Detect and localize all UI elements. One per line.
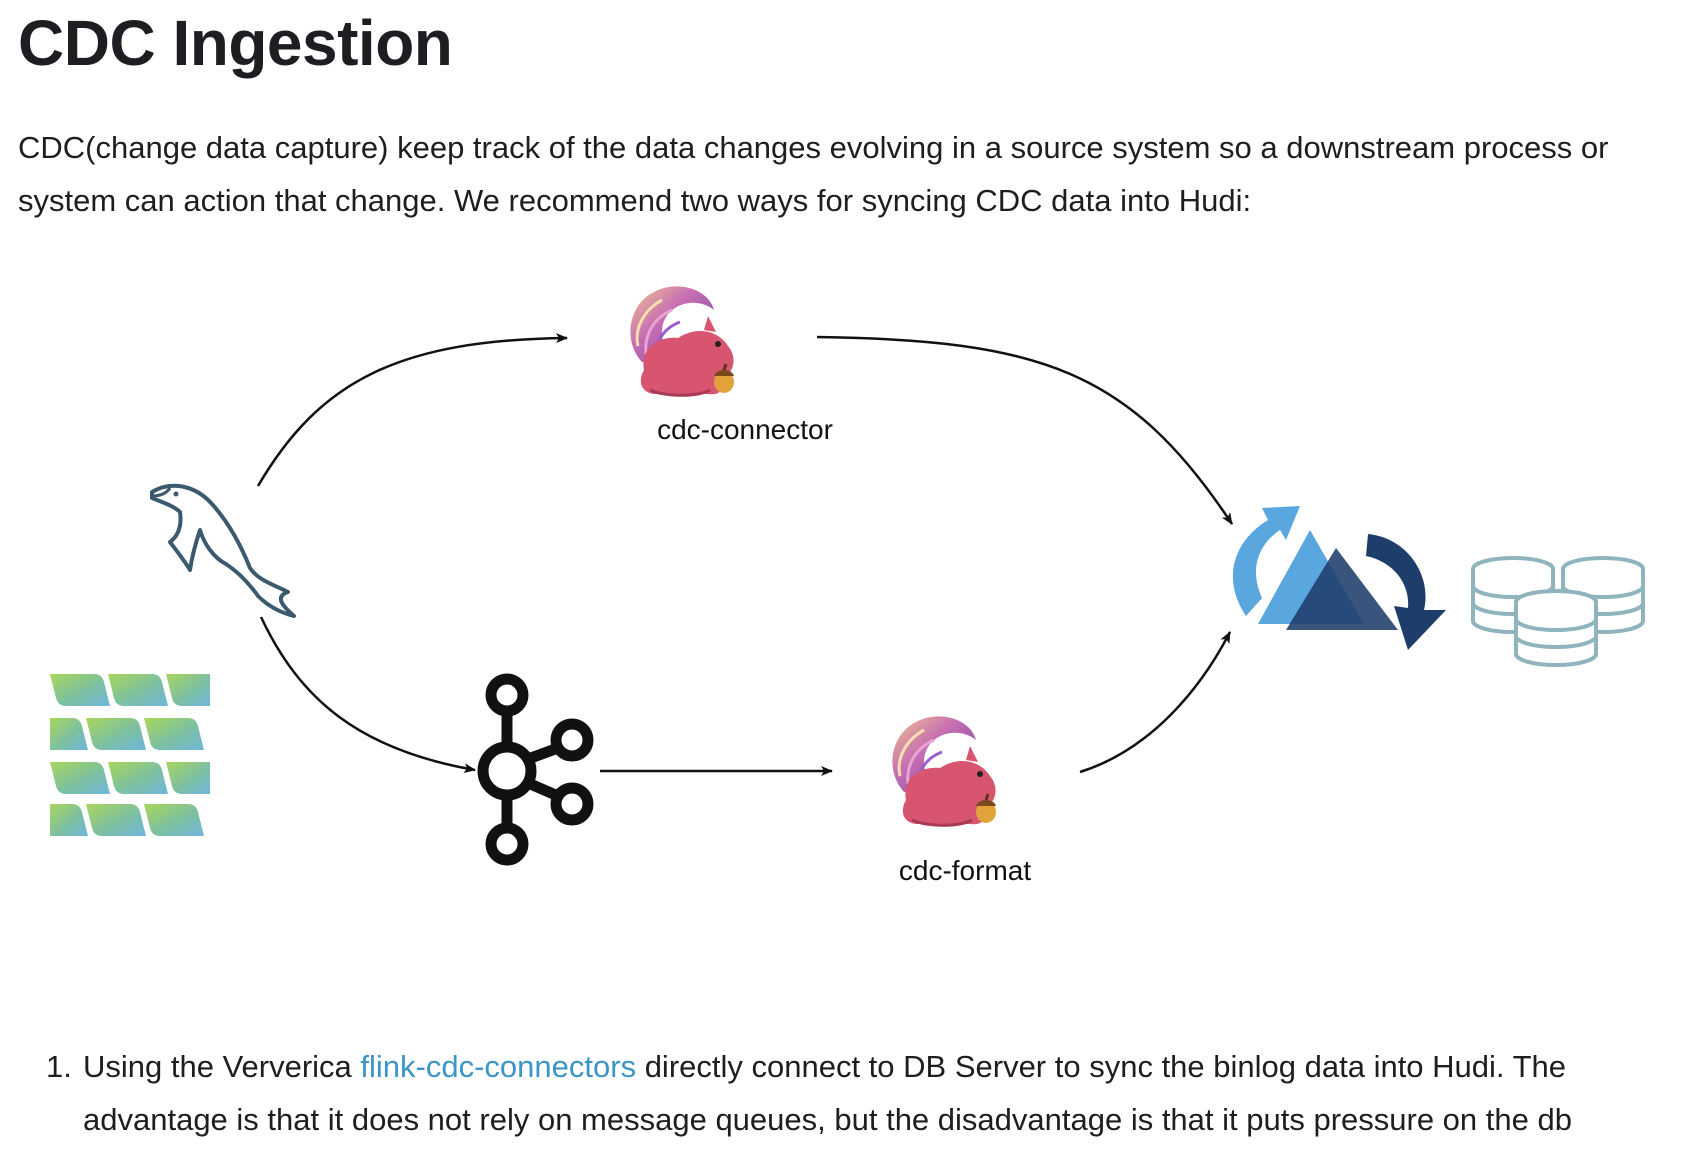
- list-item-text-before: Using the Ververica: [83, 1049, 361, 1084]
- intro-paragraph: CDC(change data capture) keep track of t…: [18, 130, 1609, 218]
- arrow-source-to-cdc-connector: [256, 333, 568, 487]
- list-item: 1. Using the Ververica flink-cdc-connect…: [46, 1040, 1686, 1146]
- hudi-icon: [1232, 506, 1446, 650]
- flink-squirrel-icon: [890, 714, 998, 827]
- arrow-source-to-kafka: [259, 616, 476, 774]
- arrow-cdc-connector-to-hudi: [816, 335, 1234, 525]
- flink-squirrel-icon: [628, 284, 736, 397]
- database-icon: [1471, 556, 1645, 667]
- list-item-number: 1.: [46, 1049, 72, 1084]
- mysql-dolphin-icon: [150, 483, 296, 618]
- arrow-cdc-format-to-hudi: [1079, 631, 1232, 774]
- list-item-text-after: directly connect to DB Server to sync th…: [83, 1049, 1572, 1137]
- cdc-diagram-svg: cdc-connector cdc-format: [50, 284, 1645, 886]
- tidb-grid-icon: [50, 674, 210, 836]
- cdc-connector-label: cdc-connector: [657, 414, 833, 445]
- cdc-diagram: cdc-connector cdc-format: [0, 280, 1702, 1000]
- page-title: CDC Ingestion: [18, 7, 453, 79]
- flink-cdc-connectors-link[interactable]: flink-cdc-connectors: [360, 1049, 637, 1084]
- cdc-methods-list: 1. Using the Ververica flink-cdc-connect…: [46, 1040, 1686, 1146]
- kafka-icon: [477, 673, 594, 866]
- cdc-format-label: cdc-format: [899, 855, 1031, 886]
